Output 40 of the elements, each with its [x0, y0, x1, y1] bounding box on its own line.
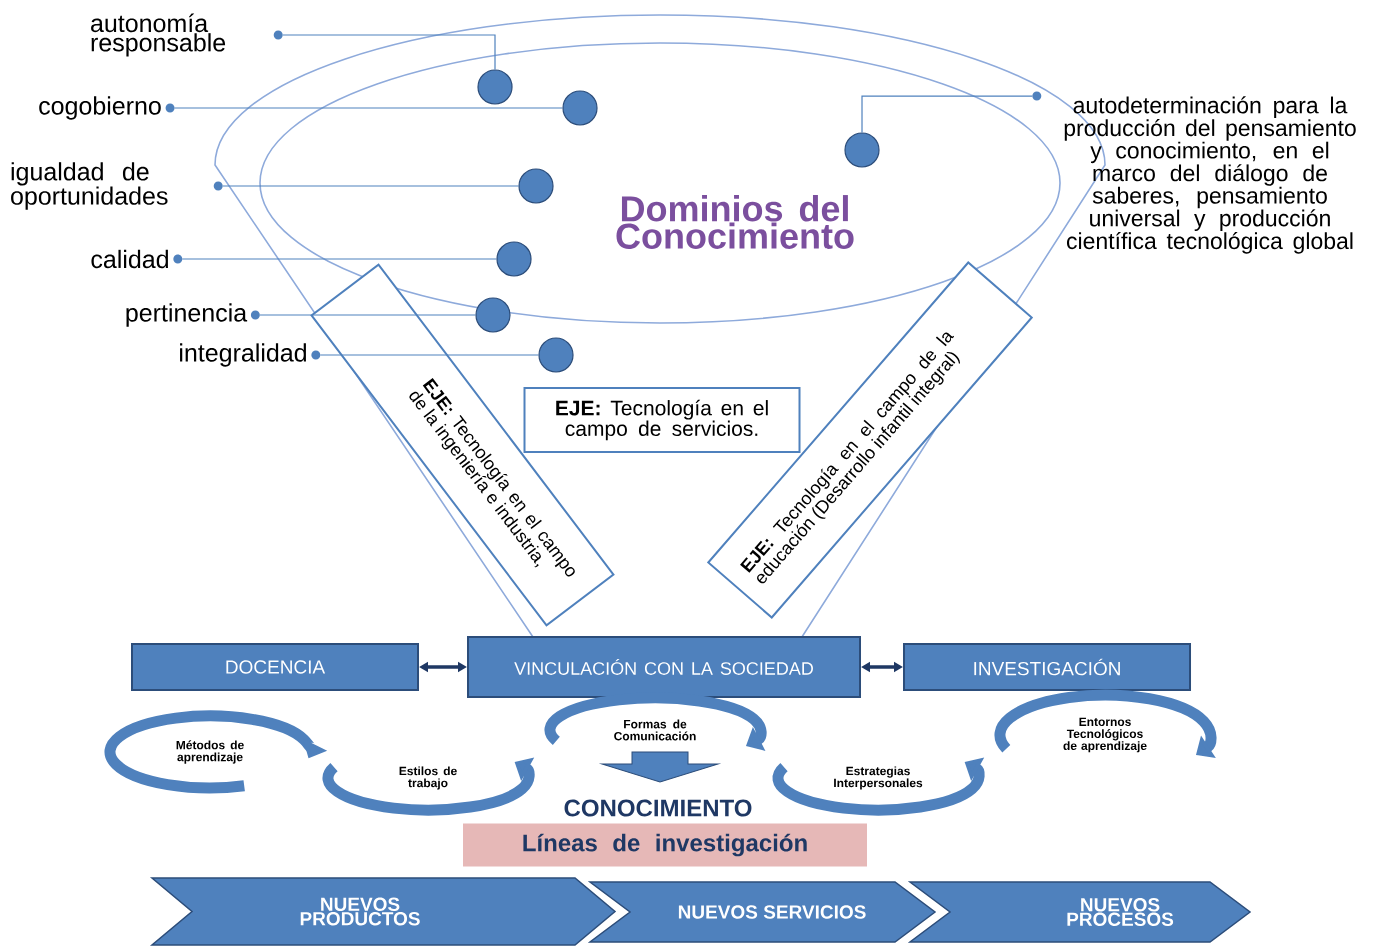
label-text: pertinencia [126, 303, 248, 327]
circle-marker [844, 132, 880, 168]
chevron-banner: NUEVOS PROCESOS [907, 881, 1252, 943]
function-box: VINCULACIÓN CON LA SOCIEDAD [467, 636, 861, 698]
function-box: INVESTIGACIÓN [903, 643, 1191, 691]
ring-title: Dominios del Conocimiento [616, 195, 854, 249]
axis-box: EJE: Tecnología en el campo de servicios. [523, 387, 801, 453]
node-label: Estilos de trabajo [399, 766, 457, 790]
node-label: NUEVOS SERVICIOS [678, 905, 866, 919]
circle-marker [475, 297, 511, 333]
circular-loop: Métodos de aprendizaje [104, 710, 328, 794]
chevron-banner: NUEVOS PRODUCTOS [149, 877, 617, 946]
circle-marker [518, 168, 554, 204]
highlight-box: Líneas de investigación [463, 823, 867, 867]
node-label: Entornos Tecnológicos de aprendizaje [1063, 717, 1147, 753]
circular-loop: Entornos Tecnológicos de aprendizaje [994, 689, 1217, 758]
label-text: cogobierno [39, 96, 161, 120]
function-box: DOCENCIA [131, 643, 419, 691]
node-label: NUEVOS PROCESOS [1067, 898, 1174, 926]
leader-line [259, 314, 476, 316]
chevron-banner: NUEVOS SERVICIOS [587, 881, 937, 943]
leader-line [319, 354, 539, 356]
heading-text: CONOCIMIENTO [564, 799, 752, 817]
node-label: Formas de Comunicación [614, 719, 696, 741]
label-text: autodeterminación para la producción del pensamiento y conocimiento, en el marco del diálogo de saberes, pensamiento universal y producción científica tecnológica global [1064, 96, 1356, 254]
node-label: Estrategias Interpersonales [834, 766, 923, 790]
label-text: igualdad de oportunidades [11, 162, 168, 210]
label-text: calidad [91, 249, 168, 269]
circle-marker [496, 241, 532, 277]
node-label: Métodos de aprendizaje [176, 740, 244, 764]
leader-line [173, 107, 563, 109]
circle-marker [477, 69, 513, 105]
label-text: integralidad [180, 343, 306, 367]
leader-line [222, 185, 519, 187]
leader-line [861, 95, 1033, 133]
leader-line [282, 34, 496, 70]
leader-line [181, 258, 497, 260]
label-text: autonomía responsable [91, 13, 226, 57]
circle-marker [562, 90, 598, 126]
circle-marker [538, 337, 574, 373]
